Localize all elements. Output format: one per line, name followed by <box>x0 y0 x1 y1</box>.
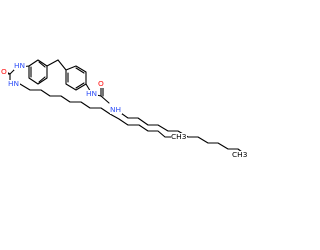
ch3-right-text: CH3 <box>232 150 248 159</box>
atom-label-ch3-right: CH3 <box>232 150 248 159</box>
nh-right-text: NH <box>110 105 121 114</box>
o-mid-text: O <box>98 79 104 88</box>
atom-label-o-top: O <box>0 67 8 76</box>
atom-label-nh-left: HN <box>8 79 20 88</box>
nh-top-text: HN <box>14 61 25 70</box>
alkyl-chain-left <box>19 83 176 138</box>
atom-label-nh-right: NH <box>110 105 122 114</box>
ch3-left-text: CH3 <box>171 132 187 141</box>
nh-mid-text: HN <box>86 89 97 98</box>
nh-left-text: HN <box>8 79 19 88</box>
o-top-text: O <box>1 67 7 76</box>
atom-label-ch3-left: CH3 <box>171 132 187 141</box>
methylene-bridge <box>46 59 67 71</box>
chemical-structure-diagram: HN O HN HN O NH CH3 CH3 <box>0 59 248 159</box>
benzene-ring-right <box>65 65 87 91</box>
atom-label-nh-mid: HN <box>86 89 98 98</box>
atom-label-nh-top: HN <box>14 61 26 70</box>
atom-label-o-mid: O <box>97 79 105 88</box>
